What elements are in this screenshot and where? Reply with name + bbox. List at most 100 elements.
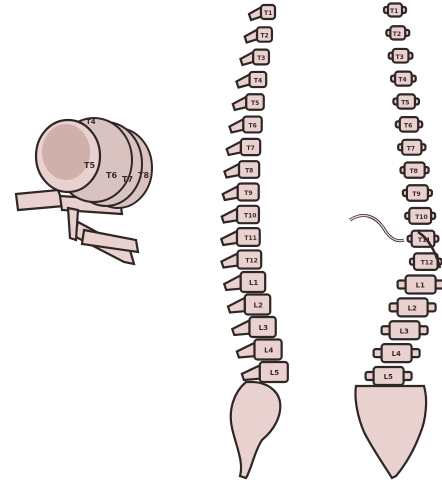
lateral-spinous-process (223, 186, 238, 200)
posterior-vertebra-t5: T5 (393, 94, 419, 108)
lateral-spinous-process (224, 164, 239, 178)
lateral-spinous-process (221, 231, 237, 245)
lateral-label-t12: T12 (245, 258, 257, 265)
lateral-label-t11: T11 (244, 235, 256, 242)
lateral-label-t8: T8 (245, 168, 253, 175)
posterior-label-t10: T10 (415, 214, 427, 221)
lateral-spinous-process (232, 320, 249, 335)
detail-label-T7: T7 (122, 175, 133, 184)
lateral-label-t3: T3 (257, 55, 265, 62)
rib-process-lower-2 (82, 230, 138, 252)
posterior-label-t7: T7 (407, 145, 415, 152)
posterior-vertebra-t9: T9 (403, 185, 432, 201)
lateral-vertebra-t9: T9 (223, 184, 259, 201)
lateral-sacrum (231, 382, 281, 478)
posterior-vertebra-l1: L1 (398, 276, 442, 294)
lateral-vertebra-l1: L1 (224, 272, 265, 292)
lateral-label-l3: L3 (259, 324, 268, 332)
lateral-label-l2: L2 (254, 302, 263, 310)
lateral-label-t7: T7 (247, 145, 255, 152)
posterior-label-l3: L3 (400, 327, 409, 335)
lateral-vertebra-t8: T8 (224, 161, 259, 178)
posterior-vertebra-t11: T11 (408, 231, 439, 247)
lateral-spinous-process (240, 52, 253, 65)
lateral-vertebra-l5: L5 (242, 362, 288, 382)
posterior-vertebra-t4: T4 (391, 72, 416, 86)
lateral-spinous-process (227, 142, 241, 155)
posterior-label-t8: T8 (410, 168, 418, 175)
spinous-process (68, 208, 78, 240)
posterior-vertebra-l3: L3 (382, 321, 428, 339)
posterior-label-l5: L5 (384, 373, 393, 381)
posterior-label-t12: T12 (421, 260, 433, 267)
lateral-spinous-process (242, 365, 260, 380)
detail-label-T4: T4 (86, 118, 96, 126)
posterior-vertebra-t2: T2 (386, 26, 409, 39)
lateral-vertebra-l3: L3 (232, 317, 275, 337)
lateral-label-t1: T1 (264, 10, 272, 17)
lateral-spinous-process (249, 7, 261, 20)
lateral-vertebra-t2: T2 (245, 27, 272, 42)
posterior-label-t5: T5 (401, 100, 409, 107)
lateral-vertebra-t4: T4 (236, 72, 266, 88)
lateral-vertebra-t3: T3 (240, 50, 268, 65)
lateral-vertebra-l4: L4 (237, 340, 282, 360)
posterior-label-t4: T4 (398, 77, 406, 84)
posterior-label-l1: L1 (416, 282, 425, 290)
detail-label-T6: T6 (106, 171, 117, 180)
lateral-label-t9: T9 (244, 190, 252, 197)
posterior-label-l2: L2 (408, 304, 417, 312)
lateral-spinous-process (229, 119, 243, 132)
posterior-vertebra-t3: T3 (389, 49, 413, 63)
lateral-label-t5: T5 (251, 100, 259, 107)
lateral-vertebra-t1: T1 (249, 5, 275, 20)
lateral-vertebra-t12: T12 (221, 250, 261, 268)
lateral-spinous-process (222, 209, 237, 223)
posterior-label-t2: T2 (393, 31, 401, 38)
posterior-label-t9: T9 (412, 191, 420, 198)
lateral-vertebra-t11: T11 (221, 228, 259, 246)
posterior-vertebra-l4: L4 (374, 344, 420, 362)
posterior-label-t3: T3 (396, 54, 404, 61)
detail-label-T8: T8 (138, 171, 149, 180)
lateral-label-t10: T10 (244, 213, 256, 220)
lateral-label-t6: T6 (249, 123, 257, 130)
posterior-label-t1: T1 (390, 8, 398, 15)
lateral-vertebra-t6: T6 (229, 117, 261, 133)
lowest-rib-curve (350, 216, 404, 241)
lateral-spinous-process (228, 298, 245, 313)
posterior-label-t6: T6 (404, 122, 412, 129)
vertebra-detail-view: T4 T5 T6 T7 T8 (16, 118, 152, 264)
lateral-vertebra-t10: T10 (222, 206, 259, 223)
lateral-label-t2: T2 (260, 33, 268, 40)
posterior-vertebra-l2: L2 (390, 298, 436, 316)
lateral-spinous-process (224, 275, 241, 290)
posterior-vertebra-t1: T1 (384, 4, 406, 17)
lateral-label-l5: L5 (270, 369, 279, 377)
posterior-vertebra-t8: T8 (401, 163, 429, 178)
cancellous-bone (42, 124, 90, 180)
lateral-label-l4: L4 (264, 347, 273, 355)
posterior-sacrum (355, 386, 426, 478)
lateral-vertebra-t7: T7 (227, 139, 261, 155)
lateral-label-t4: T4 (254, 78, 262, 85)
lateral-spinous-process (233, 97, 247, 110)
lateral-spine-view: T1T2T3T4T5T6T7T8T9T10T11T12L1L2L3L4L5 (221, 5, 288, 478)
lateral-vertebra-l2: L2 (228, 295, 270, 315)
lateral-label-l1: L1 (249, 279, 258, 287)
lateral-spinous-process (237, 343, 255, 358)
lateral-vertebra-t5: T5 (233, 94, 264, 110)
posterior-label-l4: L4 (392, 350, 401, 358)
rib-process-left (16, 190, 64, 210)
detail-label-T5: T5 (84, 161, 95, 170)
posterior-vertebra-l5: L5 (366, 367, 412, 385)
lateral-spinous-process (236, 74, 249, 87)
posterior-vertebra-t7: T7 (398, 140, 425, 155)
posterior-vertebra-t6: T6 (396, 117, 422, 132)
lateral-spinous-process (221, 253, 237, 267)
lateral-spinous-process (245, 30, 257, 43)
posterior-vertebra-t10: T10 (405, 208, 435, 224)
